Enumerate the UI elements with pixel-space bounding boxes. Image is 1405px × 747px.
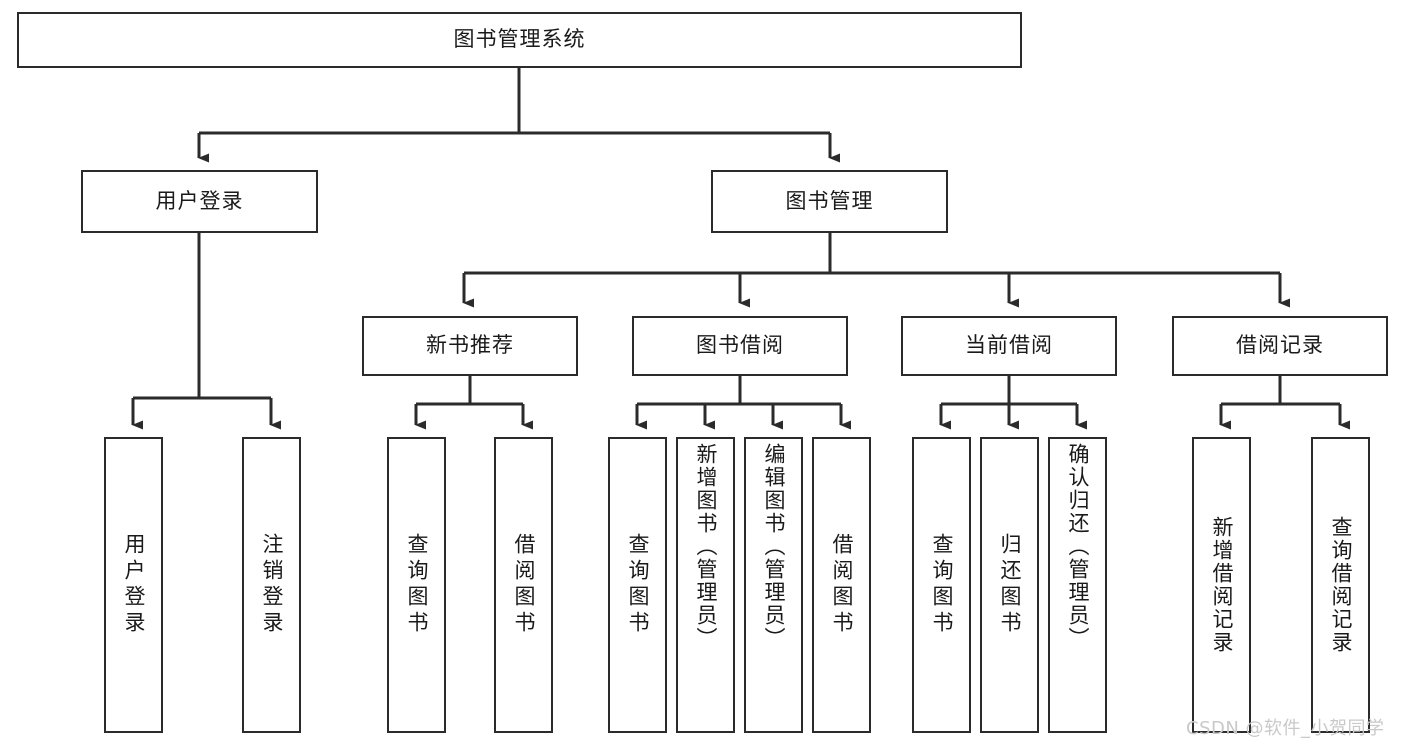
node-label: 借阅图书 bbox=[830, 533, 854, 637]
node-leaf-logout-login[interactable]: 注销登录 bbox=[242, 437, 301, 733]
node-leaf-query-book-2[interactable]: 查询图书 bbox=[608, 437, 667, 733]
node-label: 归还图书 bbox=[998, 533, 1022, 637]
node-label: 借阅记录 bbox=[1236, 333, 1324, 358]
node-label: 当前借阅 bbox=[965, 333, 1053, 358]
node-label: 新增图书（管理员） bbox=[694, 443, 718, 650]
node-book-management[interactable]: 图书管理 bbox=[711, 170, 948, 233]
node-label: 查询借阅记录 bbox=[1329, 516, 1353, 654]
node-label: 图书管理系统 bbox=[453, 27, 586, 52]
node-label: 用户登录 bbox=[155, 188, 244, 213]
node-leaf-query-book-1[interactable]: 查询图书 bbox=[387, 437, 446, 733]
node-new-book-recommend[interactable]: 新书推荐 bbox=[362, 316, 578, 376]
node-label: 新增借阅记录 bbox=[1210, 516, 1234, 654]
node-label: 借阅图书 bbox=[512, 533, 536, 637]
node-label: 查询图书 bbox=[405, 533, 429, 637]
node-leaf-edit-book[interactable]: 编辑图书（管理员） bbox=[744, 437, 803, 733]
node-label: 编辑图书（管理员） bbox=[762, 443, 786, 650]
node-book-borrow[interactable]: 图书借阅 bbox=[632, 316, 848, 376]
node-borrow-record[interactable]: 借阅记录 bbox=[1172, 316, 1388, 376]
node-label: 图书借阅 bbox=[696, 333, 784, 358]
node-root-system[interactable]: 图书管理系统 bbox=[17, 12, 1022, 68]
node-label: 查询图书 bbox=[930, 533, 954, 637]
node-label: 确认归还（管理员） bbox=[1066, 443, 1090, 650]
node-leaf-confirm-return[interactable]: 确认归还（管理员） bbox=[1048, 437, 1107, 733]
csdn-watermark: CSDN @软件_小贺同学 bbox=[1186, 718, 1385, 739]
node-label: 注销登录 bbox=[260, 533, 284, 637]
node-leaf-add-record[interactable]: 新增借阅记录 bbox=[1192, 437, 1251, 733]
node-leaf-user-login[interactable]: 用户登录 bbox=[104, 437, 163, 733]
node-label: 用户登录 bbox=[122, 533, 146, 637]
node-user-login[interactable]: 用户登录 bbox=[81, 170, 318, 233]
node-leaf-query-book-3[interactable]: 查询图书 bbox=[912, 437, 971, 733]
node-label: 新书推荐 bbox=[426, 333, 514, 358]
node-label: 查询图书 bbox=[626, 533, 650, 637]
node-label: 图书管理 bbox=[785, 188, 874, 213]
node-current-borrow[interactable]: 当前借阅 bbox=[901, 316, 1117, 376]
node-leaf-query-record[interactable]: 查询借阅记录 bbox=[1311, 437, 1370, 733]
node-leaf-borrow-book-1[interactable]: 借阅图书 bbox=[494, 437, 553, 733]
node-leaf-borrow-book-2[interactable]: 借阅图书 bbox=[812, 437, 871, 733]
node-leaf-return-book[interactable]: 归还图书 bbox=[980, 437, 1039, 733]
node-leaf-add-book[interactable]: 新增图书（管理员） bbox=[676, 437, 735, 733]
